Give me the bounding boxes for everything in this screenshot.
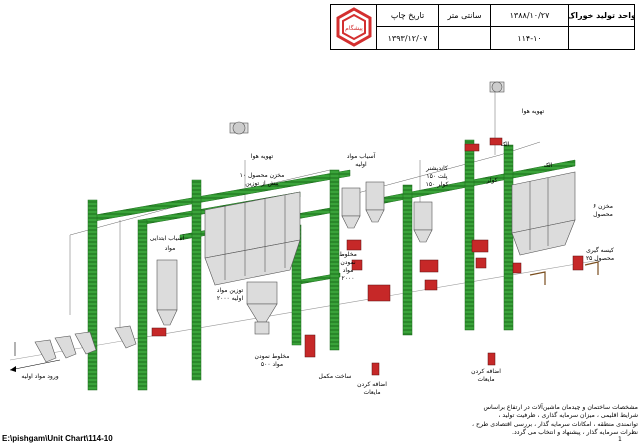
scale-unit: سانتی متر (439, 5, 491, 27)
company-logo: پیشگام (331, 5, 377, 49)
process-diagram: تهویه هوا تهویه هوا ۱۰ مخزن محصول پیش از… (9, 81, 614, 396)
label-liquid-left-sub: مایعات (363, 389, 380, 396)
print-date-label: تاریخ چاپ (377, 5, 439, 27)
label-sieve-left: الک (501, 141, 510, 148)
label-pellet: کاندیشنر (425, 165, 448, 172)
label-mix-middle: مخلوط (339, 251, 357, 258)
logo-text: پیشگام (345, 24, 363, 32)
logo-icon: پیشگام (336, 7, 371, 47)
file-path: E:\pishgam\Unit Chart\114-10 (2, 434, 113, 443)
ground-line (9, 259, 601, 361)
note-line: شرایط اقلیمی ، میزان سرمایه گذاری ، ظرفی… (498, 412, 638, 420)
weighing-unit (246, 281, 278, 335)
label-mix-primary-sub: مواد ۵۰۰ (261, 361, 283, 368)
label-intake: ورود مواد اولیه (21, 373, 58, 380)
label-liquid-right: اضافه کردن (471, 368, 501, 375)
label-cooler: کولر (485, 177, 497, 184)
label-silos-10-sub: پیش از توزین (245, 180, 279, 187)
primary-mill-silo (156, 259, 178, 326)
title-block: پیشگام تاریخ چاپ سانتی متر ۱۳۸۸/۱۰/۲۷ وا… (330, 4, 635, 50)
label-ventilation-left: تهویه هوا (251, 153, 274, 160)
label-pellet-3: کولر ۱۵۰ (426, 181, 449, 188)
label-weigh-primary: توزین مواد (217, 287, 244, 294)
label-mix-middle-4: ۲۰۰۰ (342, 275, 355, 282)
page-number: 1 (618, 436, 622, 443)
label-ventilation-right: تهویه هوا (522, 108, 545, 115)
note-line: مشخصات ساختمان و چیدمان ماشین‌آلات در ار… (483, 404, 638, 411)
drawing-number: ۱۱۴-۱۰ (491, 27, 569, 49)
stands (529, 261, 599, 285)
drawing-date: ۱۳۸۸/۱۰/۲۷ (491, 5, 569, 27)
diagram-labels: تهویه هوا تهویه هوا ۱۰ مخزن محصول پیش از… (21, 108, 614, 396)
label-mix-middle-3: مواد (343, 267, 354, 274)
bucket-elevators (87, 139, 514, 391)
blank-cell (439, 27, 491, 49)
middle-silos (341, 181, 433, 243)
label-bagging: کیسه گیری (586, 246, 614, 254)
label-liquid-right-sub: مایعات (477, 376, 494, 383)
product-silos-10 (204, 191, 301, 286)
unit-name: واحد تولید خوراک (569, 5, 634, 27)
note-line: توانمندی منطقه ، امکانات سرمایه گذار ، ب… (472, 420, 638, 428)
label-mixer-build: ساخت مکمل (319, 373, 352, 380)
label-sieve-right: الک (544, 162, 553, 169)
intake-hoppers (34, 325, 137, 363)
label-pellet-2: پلت ۱۵۰ (426, 173, 447, 180)
note-line: نظرات سرمایه گذار ، پیشنهاد و انتخاب می … (511, 429, 638, 437)
label-weigh-primary-sub: اولیه ۲۰۰۰ (217, 295, 244, 302)
label-mill-primary: آسیاب ابتدایی (150, 233, 185, 242)
label-silos-6-sub: محصول (593, 211, 613, 218)
product-silos-6 (511, 171, 576, 256)
red-machines (151, 137, 584, 376)
label-liquid-left: اضافه کردن (357, 381, 387, 388)
label-mill-materials: آسیاب مواد (347, 151, 376, 160)
ventilation-fan-left (229, 121, 249, 135)
label-silos-10: ۱۰ مخزن محصول (240, 172, 285, 179)
print-date: ۱۳۹۳/۱۲/۰۷ (377, 27, 439, 49)
blank-cell-right (569, 27, 634, 49)
label-mill-materials-sub: اولیه (355, 161, 367, 168)
intake-arrow (9, 342, 61, 372)
notes-block: مشخصات ساختمان و چیدمان ماشین‌آلات در ار… (410, 404, 638, 438)
label-mix-middle-2: نمودن (340, 259, 356, 266)
label-silos-6: ۶ مخزن (593, 203, 613, 210)
label-bagging-sub: محصول ۲۵ (586, 255, 614, 262)
label-mix-primary: مخلوط نمودن (255, 353, 290, 360)
ventilation-fan-right (489, 81, 505, 93)
label-materials: مواد (165, 245, 176, 252)
